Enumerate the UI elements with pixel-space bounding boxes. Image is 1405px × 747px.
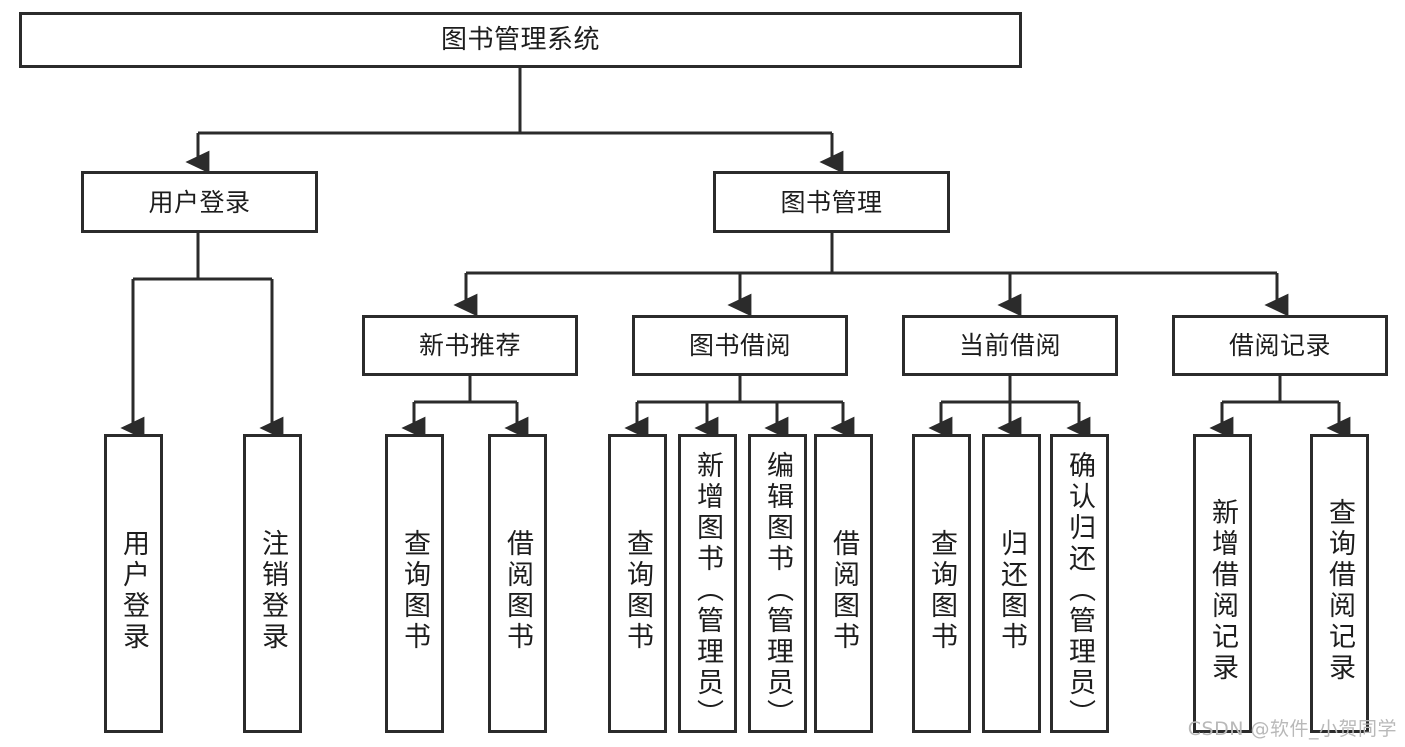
node-new-book-recommendation[interactable]: 新书推荐 (362, 315, 578, 376)
leaf-add-borrow-record[interactable]: 新增借阅记录 (1193, 434, 1252, 733)
leaf-user-login[interactable]: 用户登录 (104, 434, 163, 733)
leaf-add-book-admin[interactable]: 新增图书（管理员） (678, 434, 737, 733)
leaf-query-book-new[interactable]: 查询图书 (385, 434, 444, 733)
node-label: 查询借阅记录 (1324, 497, 1355, 684)
node-label: 当前借阅 (958, 331, 1061, 360)
node-label: 新书推荐 (418, 331, 521, 360)
node-label: 图书管理 (780, 187, 883, 217)
node-book-management[interactable]: 图书管理 (713, 171, 950, 233)
leaf-borrow-book-new[interactable]: 借阅图书 (488, 434, 547, 733)
node-label: 注销登录 (257, 528, 288, 653)
node-current-borrowing[interactable]: 当前借阅 (902, 315, 1118, 376)
node-label: 图书借阅 (688, 331, 791, 360)
node-label: 查询图书 (926, 528, 957, 653)
leaf-query-book-borrow[interactable]: 查询图书 (608, 434, 667, 733)
node-label: 编辑图书（管理员） (762, 451, 793, 730)
leaf-logout[interactable]: 注销登录 (243, 434, 302, 733)
node-label: 借阅图书 (502, 528, 533, 653)
node-label: 借阅图书 (828, 528, 859, 653)
leaf-return-book[interactable]: 归还图书 (982, 434, 1041, 733)
node-label: 归还图书 (996, 528, 1027, 653)
leaf-borrow-book[interactable]: 借阅图书 (814, 434, 873, 733)
node-label: 确认归还（管理员） (1064, 451, 1095, 730)
node-label: 新增借阅记录 (1207, 497, 1238, 684)
node-label: 查询图书 (399, 528, 430, 653)
node-book-borrowing[interactable]: 图书借阅 (632, 315, 848, 376)
node-label: 用户登录 (118, 528, 149, 653)
node-user-login[interactable]: 用户登录 (81, 171, 318, 233)
leaf-edit-book-admin[interactable]: 编辑图书（管理员） (748, 434, 807, 733)
node-root-book-management-system[interactable]: 图书管理系统 (19, 12, 1022, 68)
node-borrowing-records[interactable]: 借阅记录 (1172, 315, 1388, 376)
node-label: 查询图书 (622, 528, 653, 653)
leaf-query-book-current[interactable]: 查询图书 (912, 434, 971, 733)
csdn-watermark: CSDN @软件_小贺同学 (1187, 718, 1397, 740)
node-label: 图书管理系统 (440, 24, 600, 55)
node-label: 新增图书（管理员） (692, 451, 723, 730)
node-label: 借阅记录 (1228, 331, 1331, 360)
leaf-query-borrow-record[interactable]: 查询借阅记录 (1310, 434, 1369, 733)
leaf-confirm-return-admin[interactable]: 确认归还（管理员） (1050, 434, 1109, 733)
node-label: 用户登录 (148, 187, 251, 217)
